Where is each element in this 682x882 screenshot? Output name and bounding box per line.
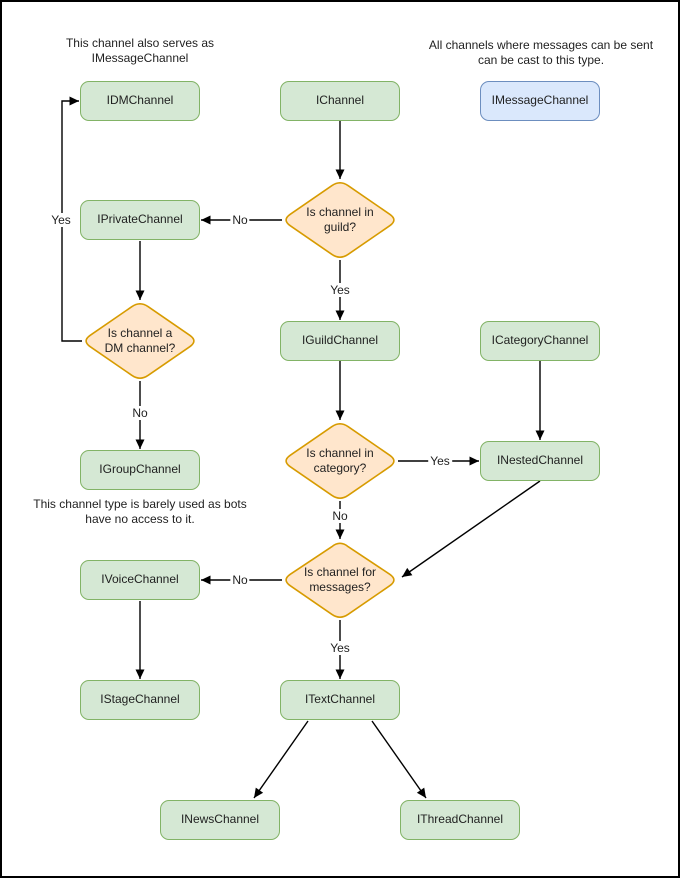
decision-shape-is-channel-a-dm-channel [85,303,195,379]
edge-inestedchannel-to-messages-decision [401,480,541,578]
edge-label-category-yes: Yes [428,454,452,468]
edge-label-category-no: No [330,509,350,523]
node-iprivatechannel: IPrivateChannel [80,200,200,240]
decision-shape-is-channel-for-messages [285,542,395,618]
edge-label-guild-yes: Yes [328,283,352,297]
decision-is-channel-for-messages: Is channel for messages? [303,565,377,594]
node-iguildchannel: IGuildChannel [280,321,400,361]
edge-label-messages-yes: Yes [328,641,352,655]
decision-is-channel-a-dm-channel: Is channel a DM channel? [104,326,176,355]
edge-label-dm-no: No [130,406,150,420]
decision-shape-is-channel-in-guild [285,182,395,258]
edge-label-messages-no: No [230,573,250,587]
node-ivoicechannel: IVoiceChannel [80,560,200,600]
node-inewschannel: INewsChannel [160,800,280,840]
decision-is-channel-in-guild: Is channel in guild? [306,205,374,234]
edge-label-guild-no: No [230,213,250,227]
node-ichannel: IChannel [280,81,400,121]
decision-is-channel-in-category: Is channel in category? [306,446,374,475]
note-message-channel: All channels where messages can be sent … [428,38,654,67]
node-idmchannel: IDMChannel [80,81,200,121]
node-igroupchannel: IGroupChannel [80,450,200,490]
node-ithreadchannel: IThreadChannel [400,800,520,840]
node-icategorychannel: ICategoryChannel [480,321,600,361]
node-istagechannel: IStageChannel [80,680,200,720]
node-itextchannel: ITextChannel [280,680,400,720]
node-imessagechannel: IMessageChannel [480,81,600,121]
node-inestedchannel: INestedChannel [480,441,600,481]
edge-label-dm-yes: Yes [49,213,73,227]
note-group-channel: This channel type is barely used as bots… [33,497,247,526]
edge-itextchannel-to-ithreadchannel [371,720,427,799]
decision-shape-is-channel-in-category [285,423,395,499]
edge-itextchannel-to-inewschannel [253,720,309,799]
note-dm-channel: This channel also serves as IMessageChan… [65,36,215,65]
